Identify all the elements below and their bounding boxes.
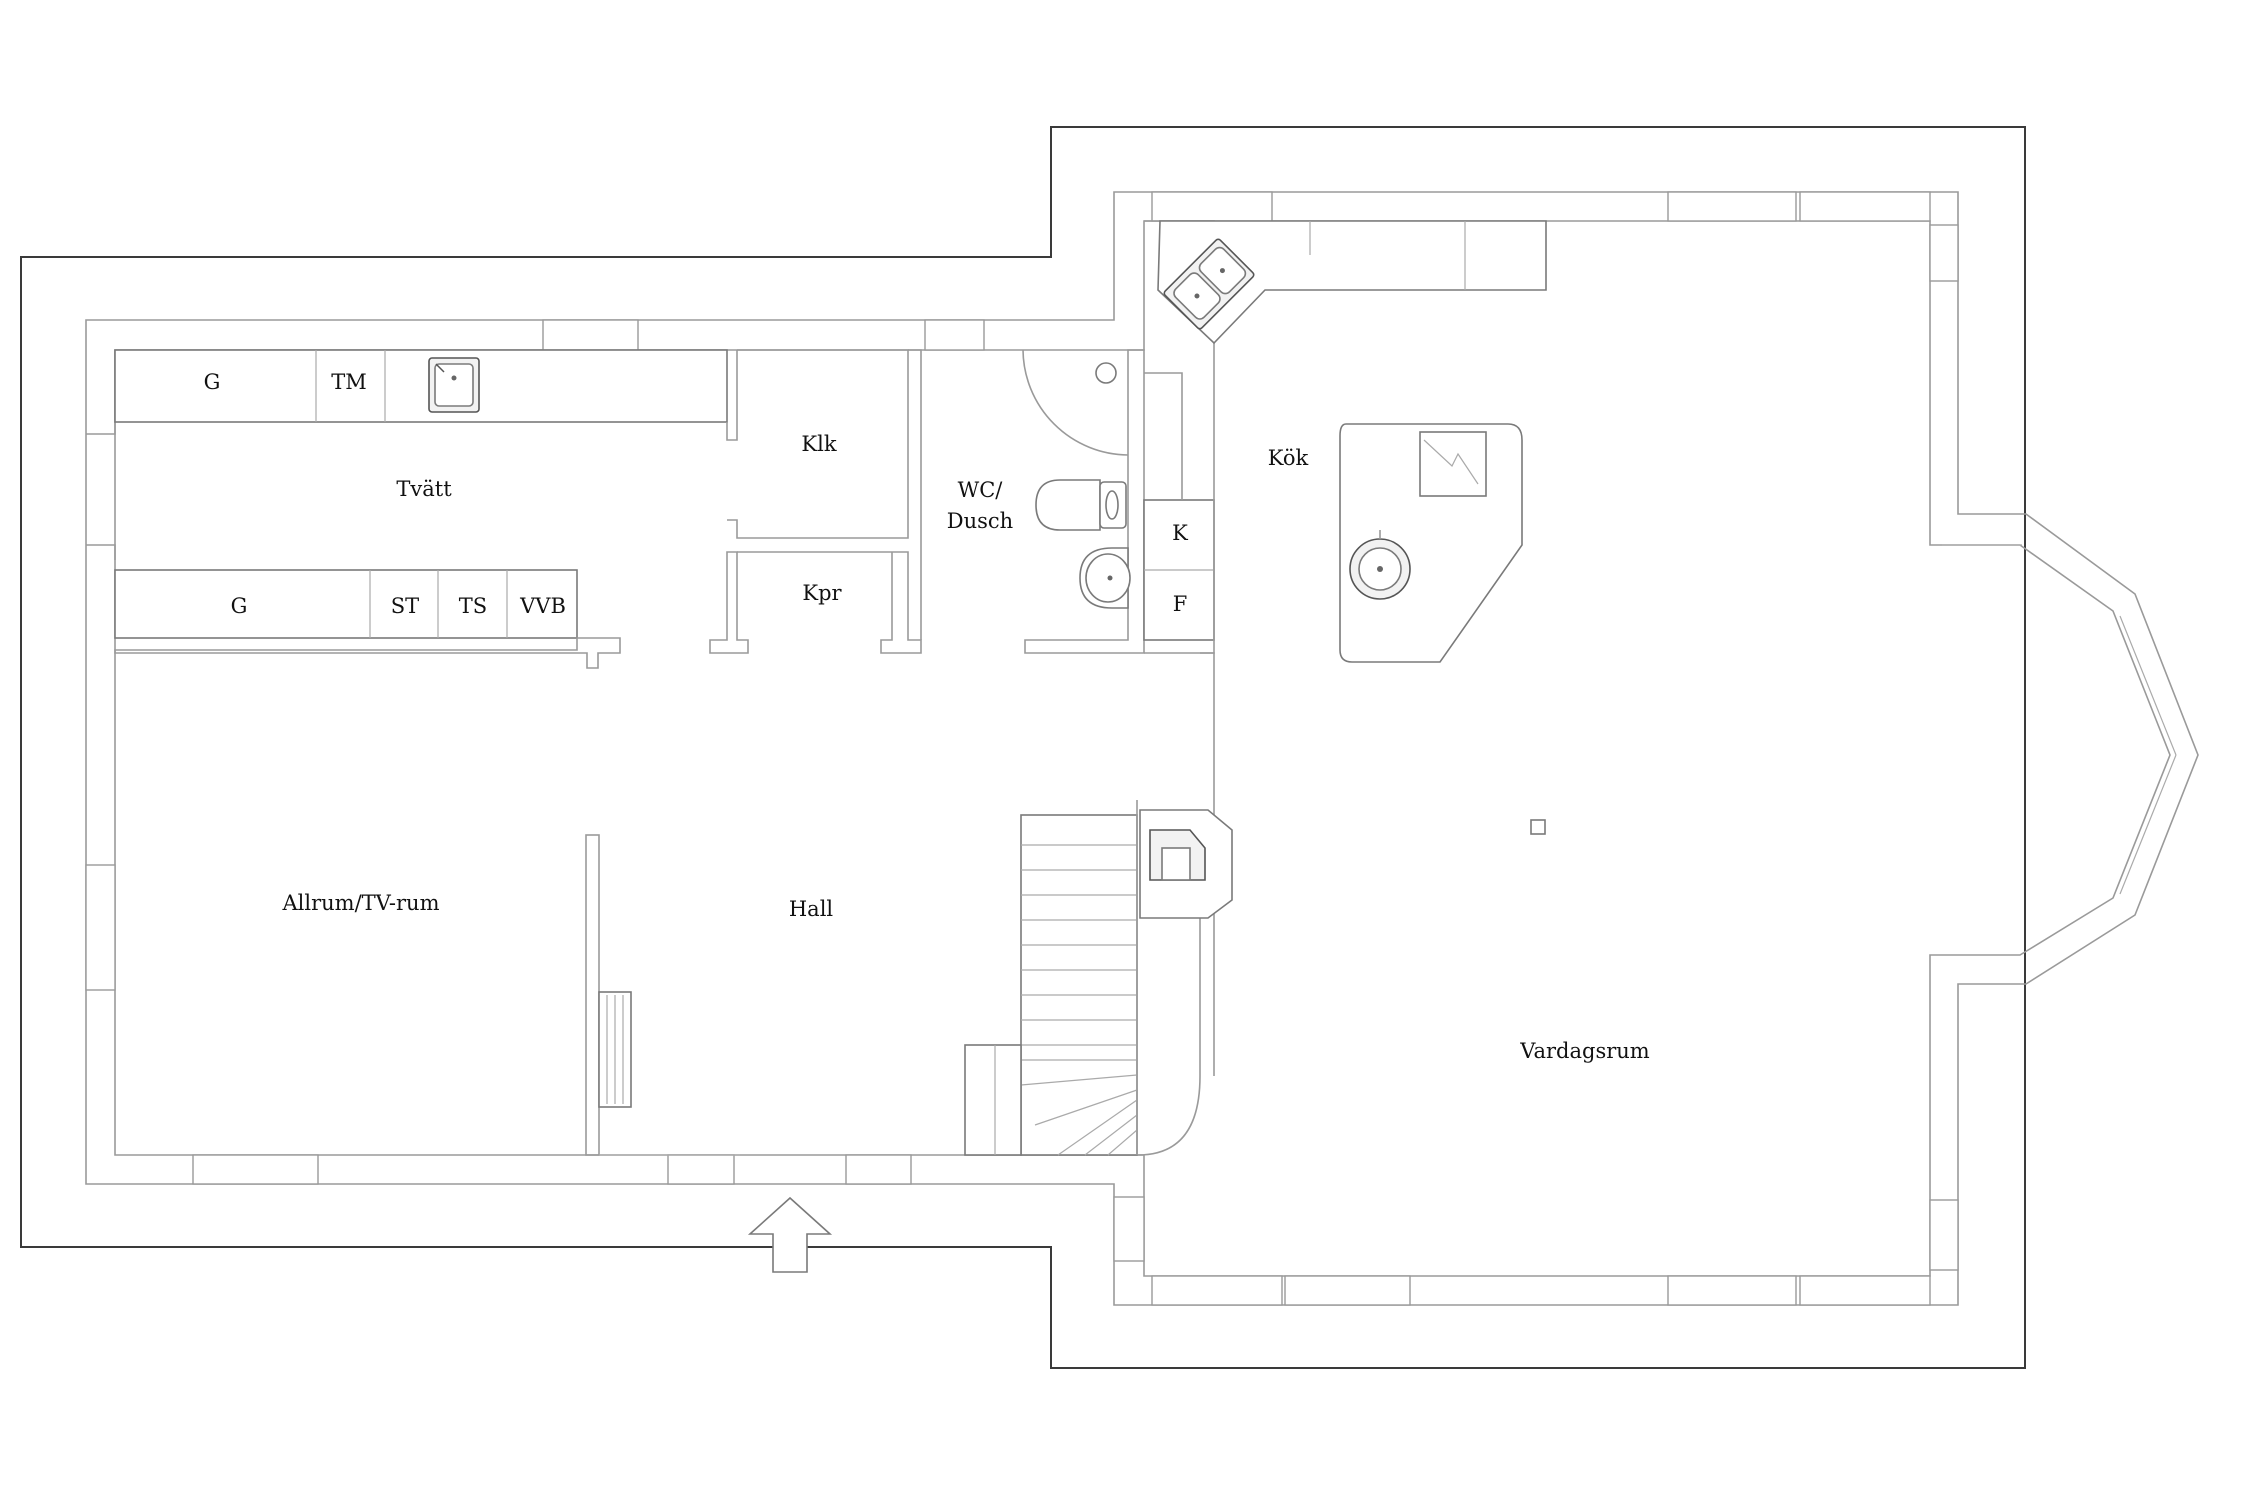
- laundry-sink-icon: [428, 357, 480, 413]
- laundry-counter-top: [114, 349, 728, 423]
- appliance-label-g-top: G: [204, 370, 221, 394]
- plot-outline: [20, 126, 2026, 1369]
- room-label-wc: WC/: [958, 478, 1004, 502]
- room-label-klk: Klk: [801, 432, 836, 456]
- appliance-label-ts: TS: [459, 594, 487, 618]
- room-label-allrum: Allrum/TV-rum: [282, 891, 440, 915]
- fireplace-icon: [1139, 809, 1233, 919]
- appliance-label-k: K: [1172, 521, 1188, 545]
- appliance-label-vvb: VVB: [519, 594, 566, 618]
- appliance-label-st: ST: [391, 594, 419, 618]
- sink-icon: [1349, 530, 1411, 600]
- room-label-kok: Kök: [1268, 446, 1309, 470]
- toilet-icon: [1035, 479, 1127, 531]
- kitchen-counter: [1157, 220, 1547, 345]
- room-label-dusch: Dusch: [947, 509, 1013, 533]
- stove-icon: [1419, 431, 1487, 497]
- staircase-icon: [964, 800, 1138, 1156]
- appliance-label-tm: TM: [331, 370, 367, 394]
- appliance-label-f: F: [1173, 592, 1188, 616]
- room-label-vardagsrum: Vardagsrum: [1519, 1039, 1650, 1063]
- appliance-label-g-bottom: G: [231, 594, 248, 618]
- double-sink-icon: [1163, 238, 1255, 330]
- room-label-kpr: Kpr: [802, 581, 842, 605]
- interior-walls: [86, 220, 1547, 1156]
- radiator-icon: [598, 991, 632, 1108]
- shower-icon: [1022, 349, 1129, 456]
- washbasin-icon: [1079, 547, 1131, 609]
- room-label-tvatt: Tvätt: [396, 477, 452, 501]
- column: [1530, 819, 1546, 835]
- windows: [85, 191, 2177, 1306]
- entrance-arrow-icon: [747, 1196, 833, 1273]
- laundry-counter-bottom: [114, 569, 578, 639]
- room-label-hall: Hall: [789, 897, 834, 921]
